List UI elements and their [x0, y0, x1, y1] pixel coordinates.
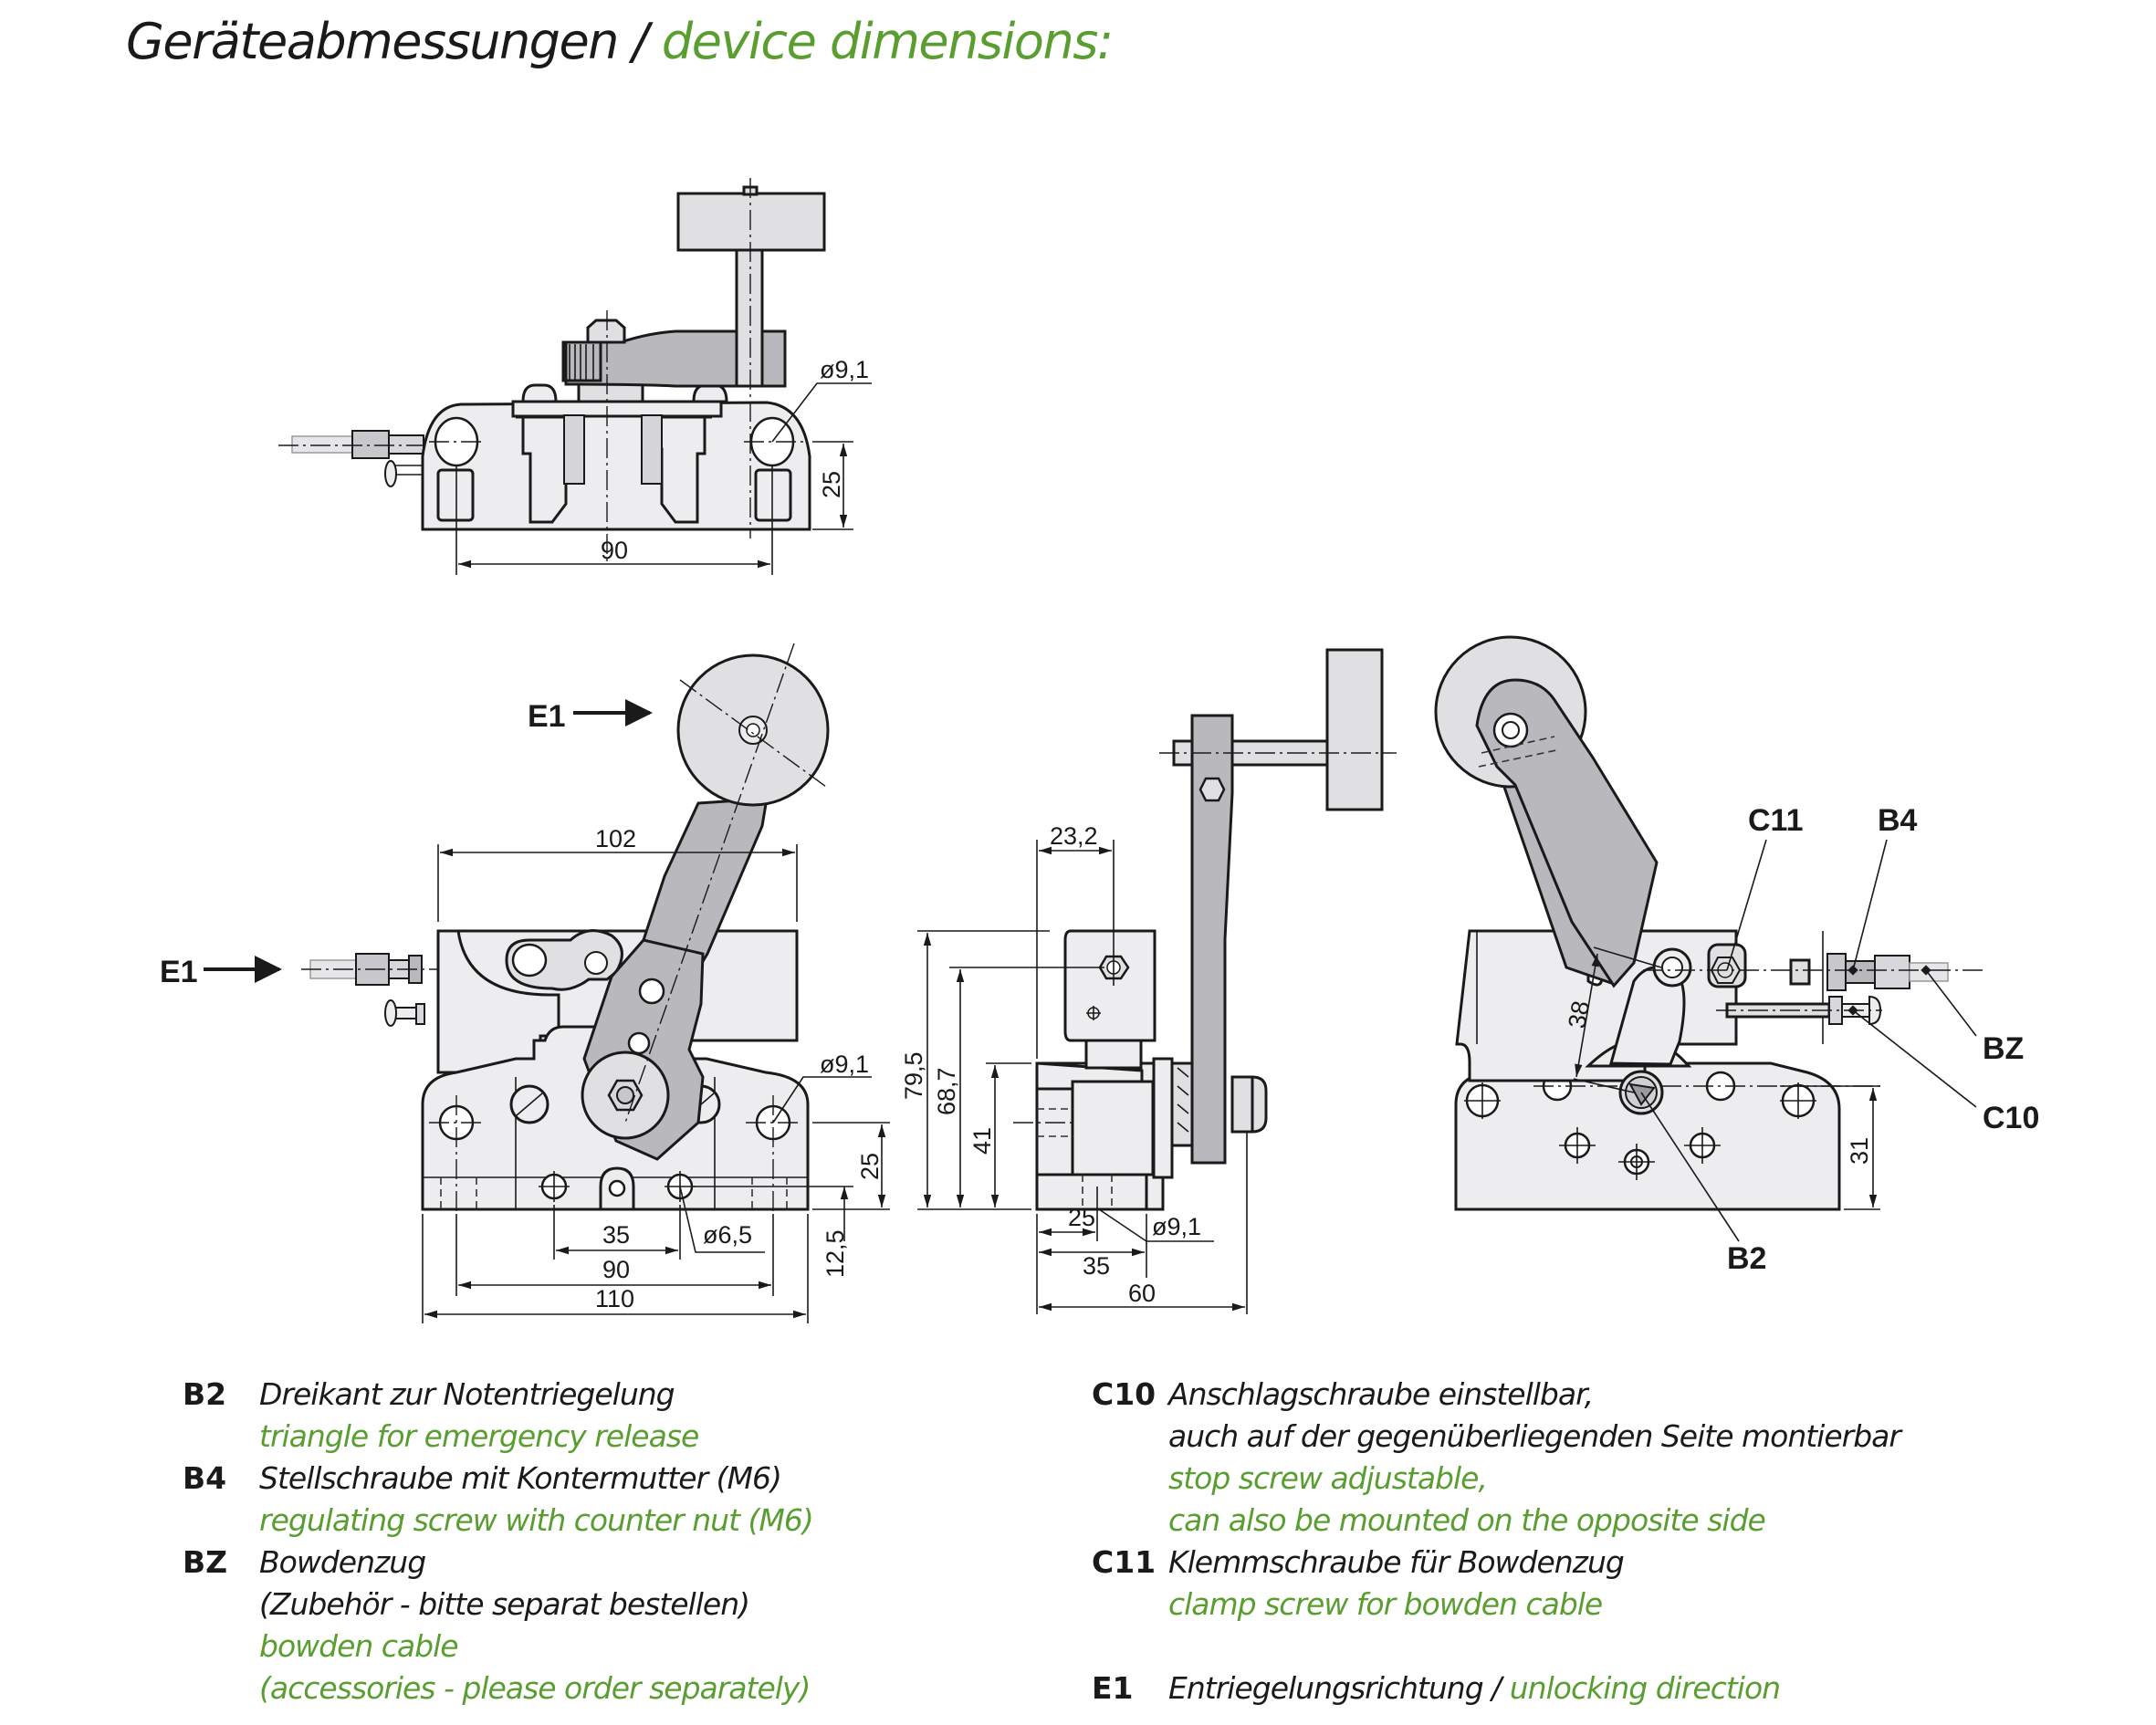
callout-b4: B4	[1878, 803, 1918, 838]
legend-text-en: stop screw adjustable,	[1168, 1460, 1488, 1496]
legend-key: C11	[1092, 1544, 1156, 1580]
legend-text-en: (accessories - please order separately)	[259, 1670, 811, 1706]
dim-top-height: 25	[818, 471, 845, 498]
legend-left: B2 Dreikant zur Notentriegelung triangle…	[183, 1374, 814, 1709]
dim-front-hole-height: 25	[856, 1153, 884, 1180]
side-lever-bar	[1190, 714, 1234, 1165]
legend-item-c10: C10 Anschlagschraube einstellbar, auch a…	[1092, 1374, 1901, 1542]
legend-text-de: Bowdenzug	[259, 1544, 426, 1580]
dim-front-small-spacing: 35	[602, 1221, 630, 1249]
dim-side-depth-base: 35	[1083, 1252, 1110, 1280]
dim-front-small-hole-height: 12,5	[822, 1229, 849, 1278]
legend-text-en: triangle for emergency release	[259, 1418, 699, 1454]
legend-item-b2: B2 Dreikant zur Notentriegelung triangle…	[183, 1374, 813, 1458]
dim-side-offset: 23,2	[1050, 822, 1098, 850]
callout-c11: C11	[1748, 803, 1804, 838]
legend-separator: /	[1482, 1670, 1510, 1706]
legend-key: C10	[1092, 1376, 1156, 1412]
dim-front-lever-width: 102	[595, 825, 636, 852]
dim-front-hole-diameter: ø9,1	[820, 1051, 869, 1078]
e1-label-left: E1	[160, 955, 198, 989]
dim-front-base-width: 110	[595, 1285, 634, 1312]
legend-item-c11: C11 Klemmschraube für Bowdenzug clamp sc…	[1092, 1542, 1900, 1626]
legend-text-de: Dreikant zur Notentriegelung	[259, 1376, 675, 1412]
legend-text-de: Klemmschraube für Bowdenzug	[1168, 1544, 1625, 1580]
page-title: Geräteabmessungen / device dimensions:	[126, 13, 1114, 70]
legend-text-de: Entriegelungsrichtung	[1168, 1670, 1484, 1706]
legend-text-en: unlocking direction	[1509, 1670, 1781, 1706]
dim-front-small-diameter: ø6,5	[703, 1221, 752, 1249]
dim-top-spacing: 90	[601, 537, 628, 564]
legend-key: B2	[183, 1376, 227, 1412]
legend-item-e1: E1 Entriegelungsrichtung / unlocking dir…	[1092, 1668, 1900, 1709]
dim-rear-lever-axis: 38	[1563, 998, 1595, 1030]
e1-label-top: E1	[528, 699, 566, 734]
dim-side-hole-diameter: ø9,1	[1152, 1213, 1201, 1240]
dim-side-height-body: 41	[968, 1127, 996, 1155]
legend-text-de: Stellschraube mit Kontermutter (M6)	[259, 1460, 782, 1496]
legend-key: B4	[183, 1460, 227, 1496]
legend-text-en: regulating screw with counter nut (M6)	[259, 1502, 814, 1538]
legend-right: C10 Anschlagschraube einstellbar, auch a…	[1092, 1374, 1901, 1709]
legend-text-de: Anschlagschraube einstellbar,	[1168, 1376, 1594, 1412]
legend-text-de: (Zubehör - bitte separat bestellen)	[259, 1586, 750, 1622]
title-separator: /	[632, 13, 662, 70]
legend-key: BZ	[183, 1544, 228, 1580]
title-english: device dimensions:	[661, 13, 1114, 70]
dim-side-depth-total: 60	[1128, 1280, 1156, 1307]
callout-bz: BZ	[1983, 1031, 2024, 1066]
callout-b2: B2	[1727, 1241, 1766, 1276]
legend-key: E1	[1092, 1670, 1134, 1706]
dim-side-depth-hole: 25	[1068, 1204, 1095, 1231]
legend-text-de: auch auf der gegenüberliegenden Seite mo…	[1168, 1418, 1901, 1454]
dim-front-spacing: 90	[602, 1256, 630, 1283]
legend-text-en: bowden cable	[259, 1628, 459, 1664]
legend-text-en: can also be mounted on the opposite side	[1168, 1502, 1766, 1538]
top-body	[421, 401, 811, 531]
front-view: E1 E1	[160, 643, 890, 1323]
legend-item-bz: BZ Bowdenzug (Zubehör - bitte separat be…	[183, 1542, 813, 1709]
callout-c10: C10	[1983, 1101, 2039, 1135]
dim-top-hole-diameter: ø9,1	[820, 356, 869, 383]
legend-text-en: clamp screw for bowden cable	[1168, 1586, 1603, 1622]
title-german: Geräteabmessungen	[126, 13, 619, 70]
dim-rear-axis-height: 31	[1846, 1137, 1873, 1165]
legend-item-b4: B4 Stellschraube mit Kontermutter (M6) r…	[183, 1458, 814, 1542]
top-view: ø9,1 25 90	[278, 178, 872, 575]
side-view: 23,2 79,5 68,7 41 25 35 60 ø9,1	[900, 648, 1397, 1314]
bowden-cable-top	[278, 430, 424, 487]
dim-side-height-axis: 68,7	[933, 1067, 960, 1115]
rear-view: 38 31 C11 B4 BZ C10 B2	[1434, 635, 2039, 1276]
dim-side-height-total: 79,5	[900, 1051, 927, 1100]
